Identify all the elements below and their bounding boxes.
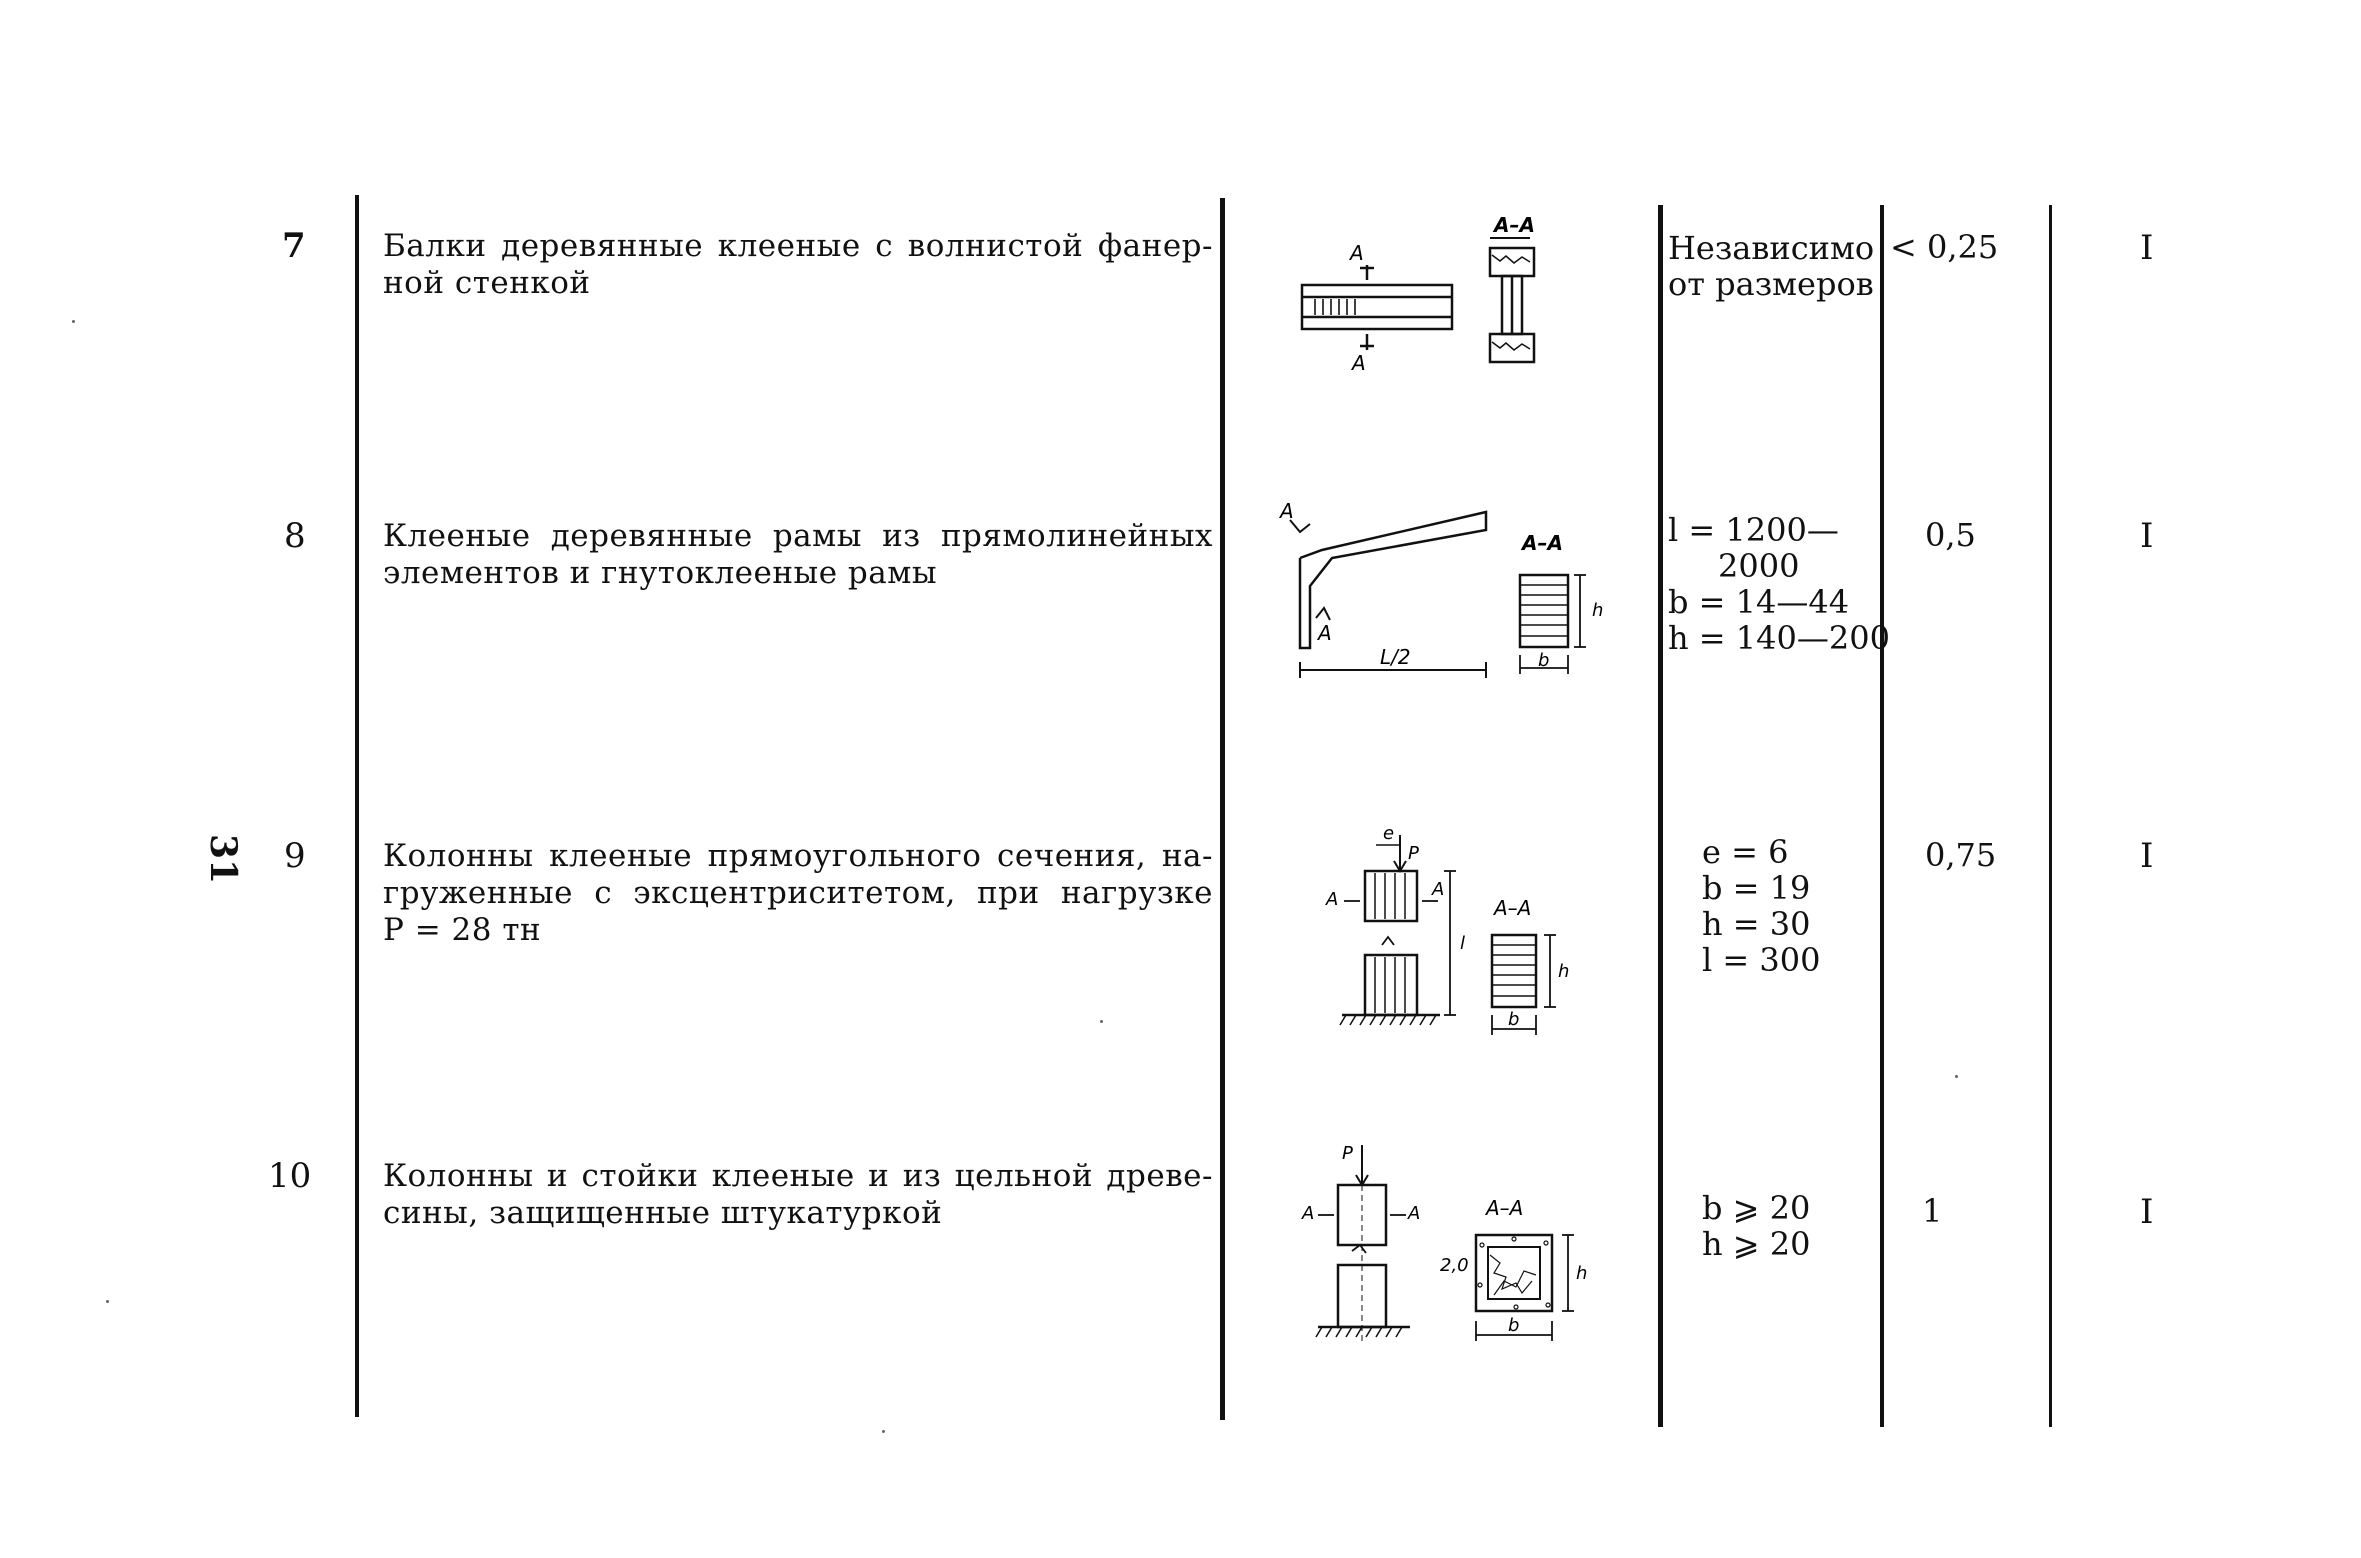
row-description: Балки деревянные клееные с волнистой фан… xyxy=(383,228,1213,302)
ratio-value: < 0,25 xyxy=(1890,228,1999,266)
size-line: l = 300 xyxy=(1702,941,1821,979)
description-line: Балки деревянные клееные с волнистой фан… xyxy=(383,228,1213,264)
size-line: b = 19 xyxy=(1702,869,1811,907)
class-value: I xyxy=(2140,516,2154,556)
row-number: 10 xyxy=(268,1156,312,1196)
figure-label: A xyxy=(1301,1203,1314,1224)
description-line: Клееные деревянные рамы из прямолинейных xyxy=(383,518,1213,554)
figure-label: A xyxy=(1350,351,1366,375)
size-line: e = 6 xyxy=(1702,833,1789,871)
page-number: 31 xyxy=(202,833,245,885)
figure-eccentric-column: e P A A l A–A h b xyxy=(1325,823,1569,1035)
size-line: b = 14—44 xyxy=(1668,583,1850,621)
description-line: элементов и гнутоклееные рамы xyxy=(383,555,938,591)
column-rule-5 xyxy=(2049,205,2052,1427)
figure-label: A–A xyxy=(1484,1196,1523,1220)
description-line: сины, защищенные штукатуркой xyxy=(383,1195,943,1231)
figure-label: h xyxy=(1576,1263,1587,1284)
column-rule-1 xyxy=(355,195,359,1417)
row-number: 7 xyxy=(282,226,306,266)
figure-label: e xyxy=(1383,823,1394,844)
description-line: Колонны и стойки клееные и из цельной др… xyxy=(383,1158,1213,1194)
section-rect xyxy=(1518,573,1570,649)
description-line: груженные с эксцентриситетом, при нагруз… xyxy=(383,875,1213,911)
figure-label: A–A xyxy=(1492,896,1531,920)
figure-label: l xyxy=(1460,933,1465,954)
row-sizes: b ⩾ 20 h ⩾ 20 xyxy=(1702,1190,1810,1262)
class-value: I xyxy=(2140,228,2154,268)
row-description: Колонны и стойки клееные и из цельной др… xyxy=(383,1158,1213,1232)
column-upper xyxy=(1363,869,1419,923)
figure-label: P xyxy=(1342,1143,1353,1164)
figure-label: h xyxy=(1592,600,1603,621)
class-value: I xyxy=(2140,1192,2154,1232)
figure-plastered-column: P A A A–A 2,0 h b xyxy=(1301,1143,1587,1345)
size-line: Независимо xyxy=(1668,229,1875,267)
figure-glued-frame: A A L/2 A–A h b xyxy=(1278,499,1603,678)
figure-label: h xyxy=(1558,961,1569,982)
row-sizes: l = 1200— 2000 b = 14—44 h = 140—200 xyxy=(1668,512,1890,656)
core-section xyxy=(1487,1246,1541,1300)
scan-speck xyxy=(106,1300,109,1303)
column-rule-3 xyxy=(1658,205,1663,1427)
row-number: 8 xyxy=(284,516,306,556)
figure-label: b xyxy=(1538,650,1549,671)
row-description: Клееные деревянные рамы из прямолинейных… xyxy=(383,518,1213,592)
size-line: h = 140—200 xyxy=(1668,619,1890,657)
description-line: ной стенкой xyxy=(383,265,591,301)
ratio-value: 0,5 xyxy=(1925,516,1976,554)
figure-label: A xyxy=(1316,621,1332,645)
figure-label: A xyxy=(1278,499,1294,523)
column-rule-4 xyxy=(1880,205,1884,1427)
size-line: h ⩾ 20 xyxy=(1702,1225,1811,1263)
figure-label: 2,0 xyxy=(1440,1255,1469,1276)
description-line: P = 28 тн xyxy=(383,912,542,948)
size-line: l = 1200— xyxy=(1668,511,1839,549)
ratio-value: 1 xyxy=(1922,1192,1943,1230)
size-line: b ⩾ 20 xyxy=(1702,1189,1811,1227)
scan-speck xyxy=(1100,1020,1103,1023)
size-line: h = 30 xyxy=(1702,905,1811,943)
figure-label: A xyxy=(1407,1203,1420,1224)
beam-elevation xyxy=(1300,283,1454,331)
figure-label: L/2 xyxy=(1380,645,1411,669)
figure-label: b xyxy=(1508,1009,1519,1030)
scan-speck xyxy=(1955,1075,1958,1078)
plaster-section xyxy=(1474,1233,1554,1313)
figure-label: A xyxy=(1325,889,1338,910)
figure-label: b xyxy=(1508,1315,1519,1336)
figure-label: A–A xyxy=(1492,213,1535,237)
figure-label: A xyxy=(1348,241,1364,265)
description-line: Колонны клееные прямоугольного сечения, … xyxy=(383,838,1213,874)
row-description: Колонны клееные прямоугольного сечения, … xyxy=(383,838,1213,949)
ratio-value: 0,75 xyxy=(1925,836,1997,874)
frame-outline xyxy=(1298,510,1488,650)
row-sizes: Независимо от размеров xyxy=(1668,230,1874,302)
figure-glued-beam: A A A–A xyxy=(1300,213,1536,375)
row-sizes: e = 6 b = 19 h = 30 l = 300 xyxy=(1702,834,1820,978)
section-rect xyxy=(1490,933,1538,1009)
figure-label: A xyxy=(1431,879,1444,900)
column-lower xyxy=(1363,953,1419,1017)
class-value: I xyxy=(2140,836,2154,876)
size-line: 2000 xyxy=(1718,547,1800,585)
size-line: от размеров xyxy=(1668,265,1874,303)
scan-speck xyxy=(882,1430,885,1433)
row-number: 9 xyxy=(284,836,306,876)
scan-speck xyxy=(72,320,75,323)
figure-label: A–A xyxy=(1520,531,1563,555)
figure-label: P xyxy=(1408,843,1419,864)
column-rule-2 xyxy=(1220,198,1225,1420)
